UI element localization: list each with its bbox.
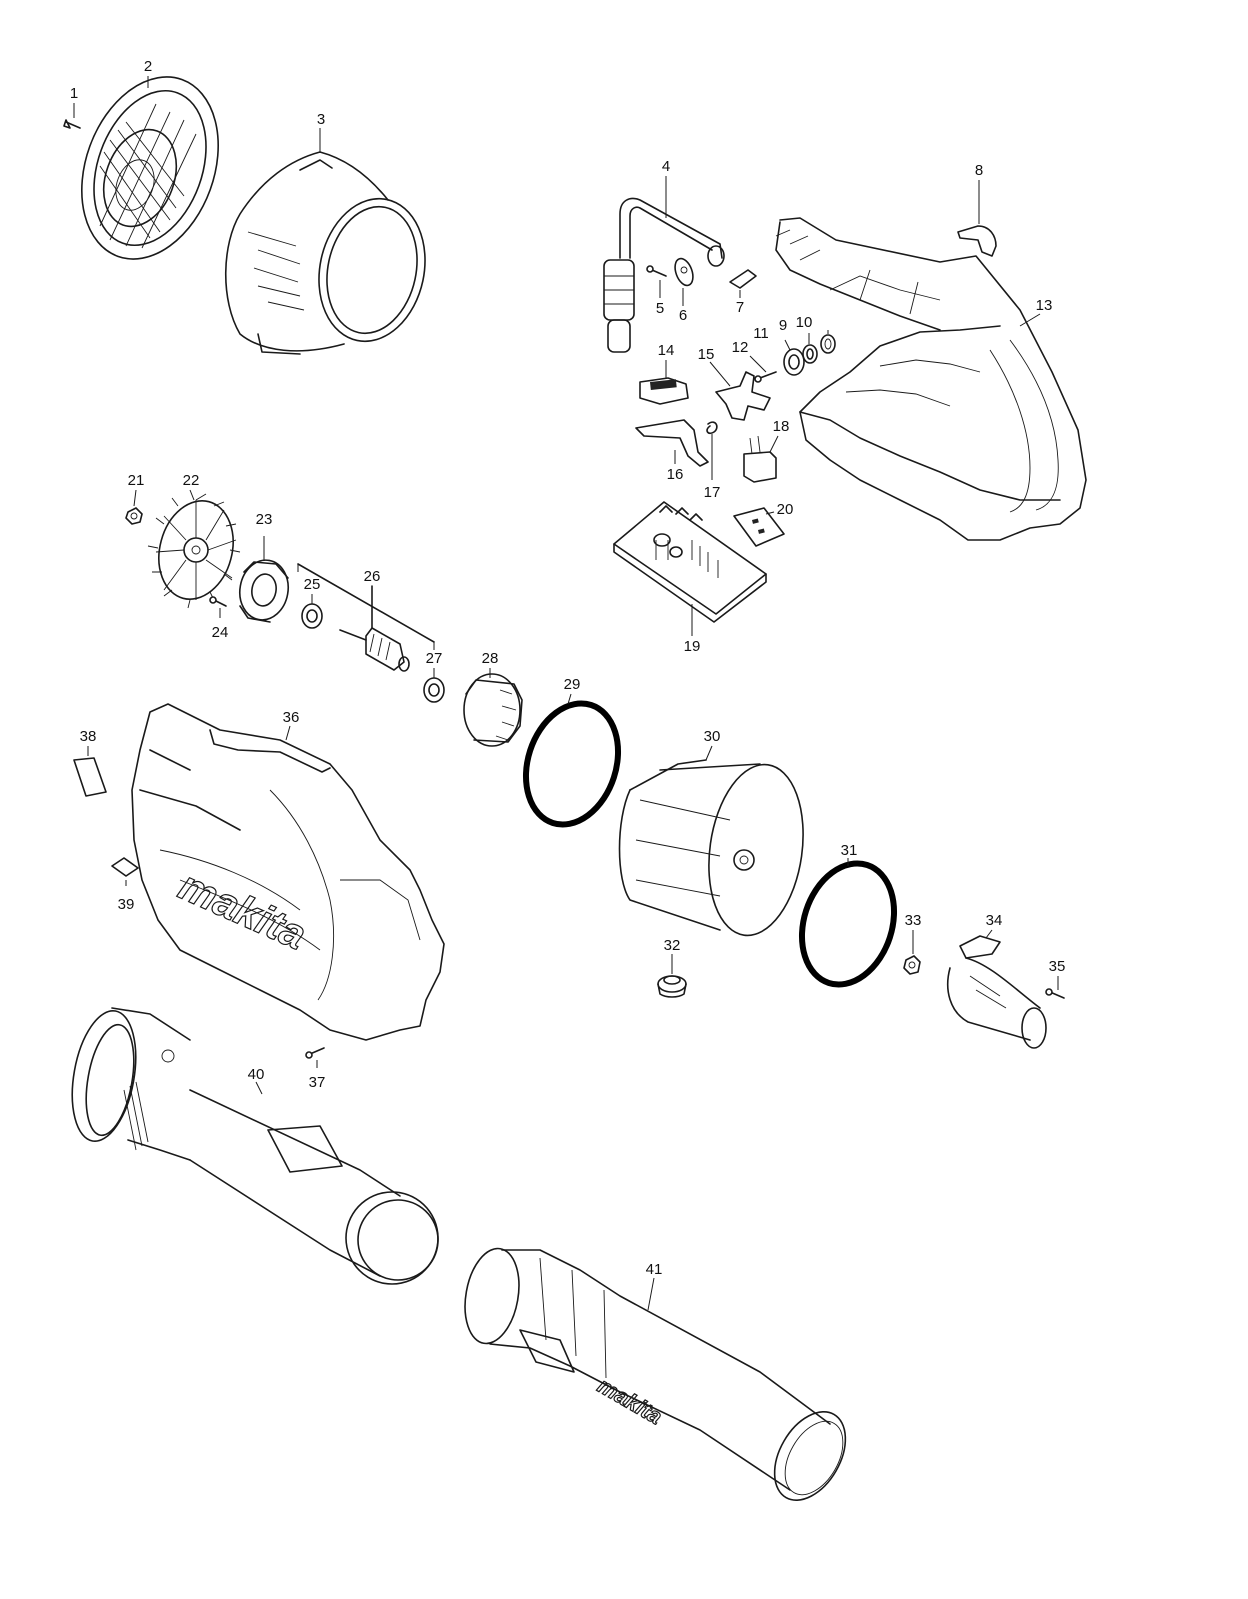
part-10-washer [820, 330, 836, 354]
callout-31: 31 [841, 842, 858, 859]
part-30-motor-housing [618, 745, 804, 937]
callout-26: 26 [364, 568, 381, 585]
part-37-screw [305, 1047, 325, 1068]
part-31-o-ring [798, 858, 898, 988]
part-11-knob [783, 339, 805, 376]
part-25-bearing [301, 594, 323, 629]
part-27-bearing [423, 668, 445, 703]
callout-5: 5 [656, 300, 664, 317]
callout-15: 15 [698, 346, 715, 363]
callout-8: 8 [975, 162, 983, 179]
part-6-clamp [674, 257, 694, 306]
part-22-fan [147, 489, 241, 609]
callout-30: 30 [704, 728, 721, 745]
part-35-screw [1045, 976, 1065, 999]
callout-28: 28 [482, 650, 499, 667]
part-8-lock-button [957, 180, 997, 257]
callout-13: 13 [1036, 297, 1053, 314]
part-23-bearing-holder [238, 536, 290, 623]
part-9-ring [802, 333, 818, 364]
part-26-rotor [297, 563, 435, 672]
part-34-end-cap [946, 929, 1047, 1049]
part-38-label [73, 746, 107, 797]
part-21-nut [125, 489, 143, 525]
part-20-led-board [733, 507, 785, 547]
part-1-screw [63, 103, 81, 129]
part-14-switch-cover [639, 360, 689, 405]
part-33-nut [903, 930, 921, 975]
part-18-switch [743, 435, 779, 483]
callout-41: 41 [646, 1261, 663, 1278]
part-2-intake-cover [81, 76, 219, 260]
callout-12: 12 [732, 339, 749, 356]
part-15-trigger [709, 361, 771, 421]
callout-36: 36 [283, 709, 300, 726]
part-36-side-housing: makita [131, 703, 445, 1041]
part-28-stator [463, 668, 523, 747]
callout-25: 25 [304, 576, 321, 593]
part-7-lever [729, 269, 757, 298]
callout-35: 35 [1049, 958, 1066, 975]
part-40-blower-pipe [71, 1007, 439, 1285]
callout-32: 32 [664, 937, 681, 954]
part-17-spring [706, 421, 718, 480]
callout-labels: 1 2 3 4 5 6 7 8 9 10 11 12 13 14 15 16 1… [70, 58, 1066, 1278]
callout-6: 6 [679, 307, 687, 324]
part-13-main-housing [775, 217, 1087, 541]
part-29-o-ring [522, 693, 622, 828]
callout-3: 3 [317, 111, 325, 128]
part-16-plate [635, 419, 709, 467]
part-39-label [111, 857, 139, 886]
callout-27: 27 [426, 650, 443, 667]
callout-39: 39 [118, 896, 135, 913]
part-12-screw [749, 355, 777, 383]
callout-38: 38 [80, 728, 97, 745]
callout-29: 29 [564, 676, 581, 693]
part-3-fan-shroud [224, 128, 426, 355]
nozzle-brand-mark: makita [594, 1373, 667, 1430]
callout-40: 40 [248, 1066, 265, 1083]
part-19-controller [613, 501, 767, 636]
part-4-cable-connector [603, 176, 725, 353]
callout-34: 34 [986, 912, 1003, 929]
callout-18: 18 [773, 418, 790, 435]
callout-23: 23 [256, 511, 273, 528]
callout-22: 22 [183, 472, 200, 489]
callout-7: 7 [736, 299, 744, 316]
callout-24: 24 [212, 624, 229, 641]
callout-20: 20 [777, 501, 794, 518]
callout-4: 4 [662, 158, 670, 175]
callout-16: 16 [667, 466, 684, 483]
callout-21: 21 [128, 472, 145, 489]
part-5-screw [646, 265, 667, 298]
callout-37: 37 [309, 1074, 326, 1091]
part-32-grommet [657, 954, 687, 998]
part-24-screw [209, 596, 227, 618]
callout-9: 9 [779, 317, 787, 334]
callout-14: 14 [658, 342, 675, 359]
callout-10: 10 [796, 314, 813, 331]
callout-1: 1 [70, 85, 78, 102]
part-41-nozzle: makita [464, 1247, 847, 1501]
callout-11: 11 [753, 325, 769, 342]
callout-2: 2 [144, 58, 152, 75]
callout-17: 17 [704, 484, 721, 501]
callout-19: 19 [684, 638, 701, 655]
callout-33: 33 [905, 912, 922, 929]
